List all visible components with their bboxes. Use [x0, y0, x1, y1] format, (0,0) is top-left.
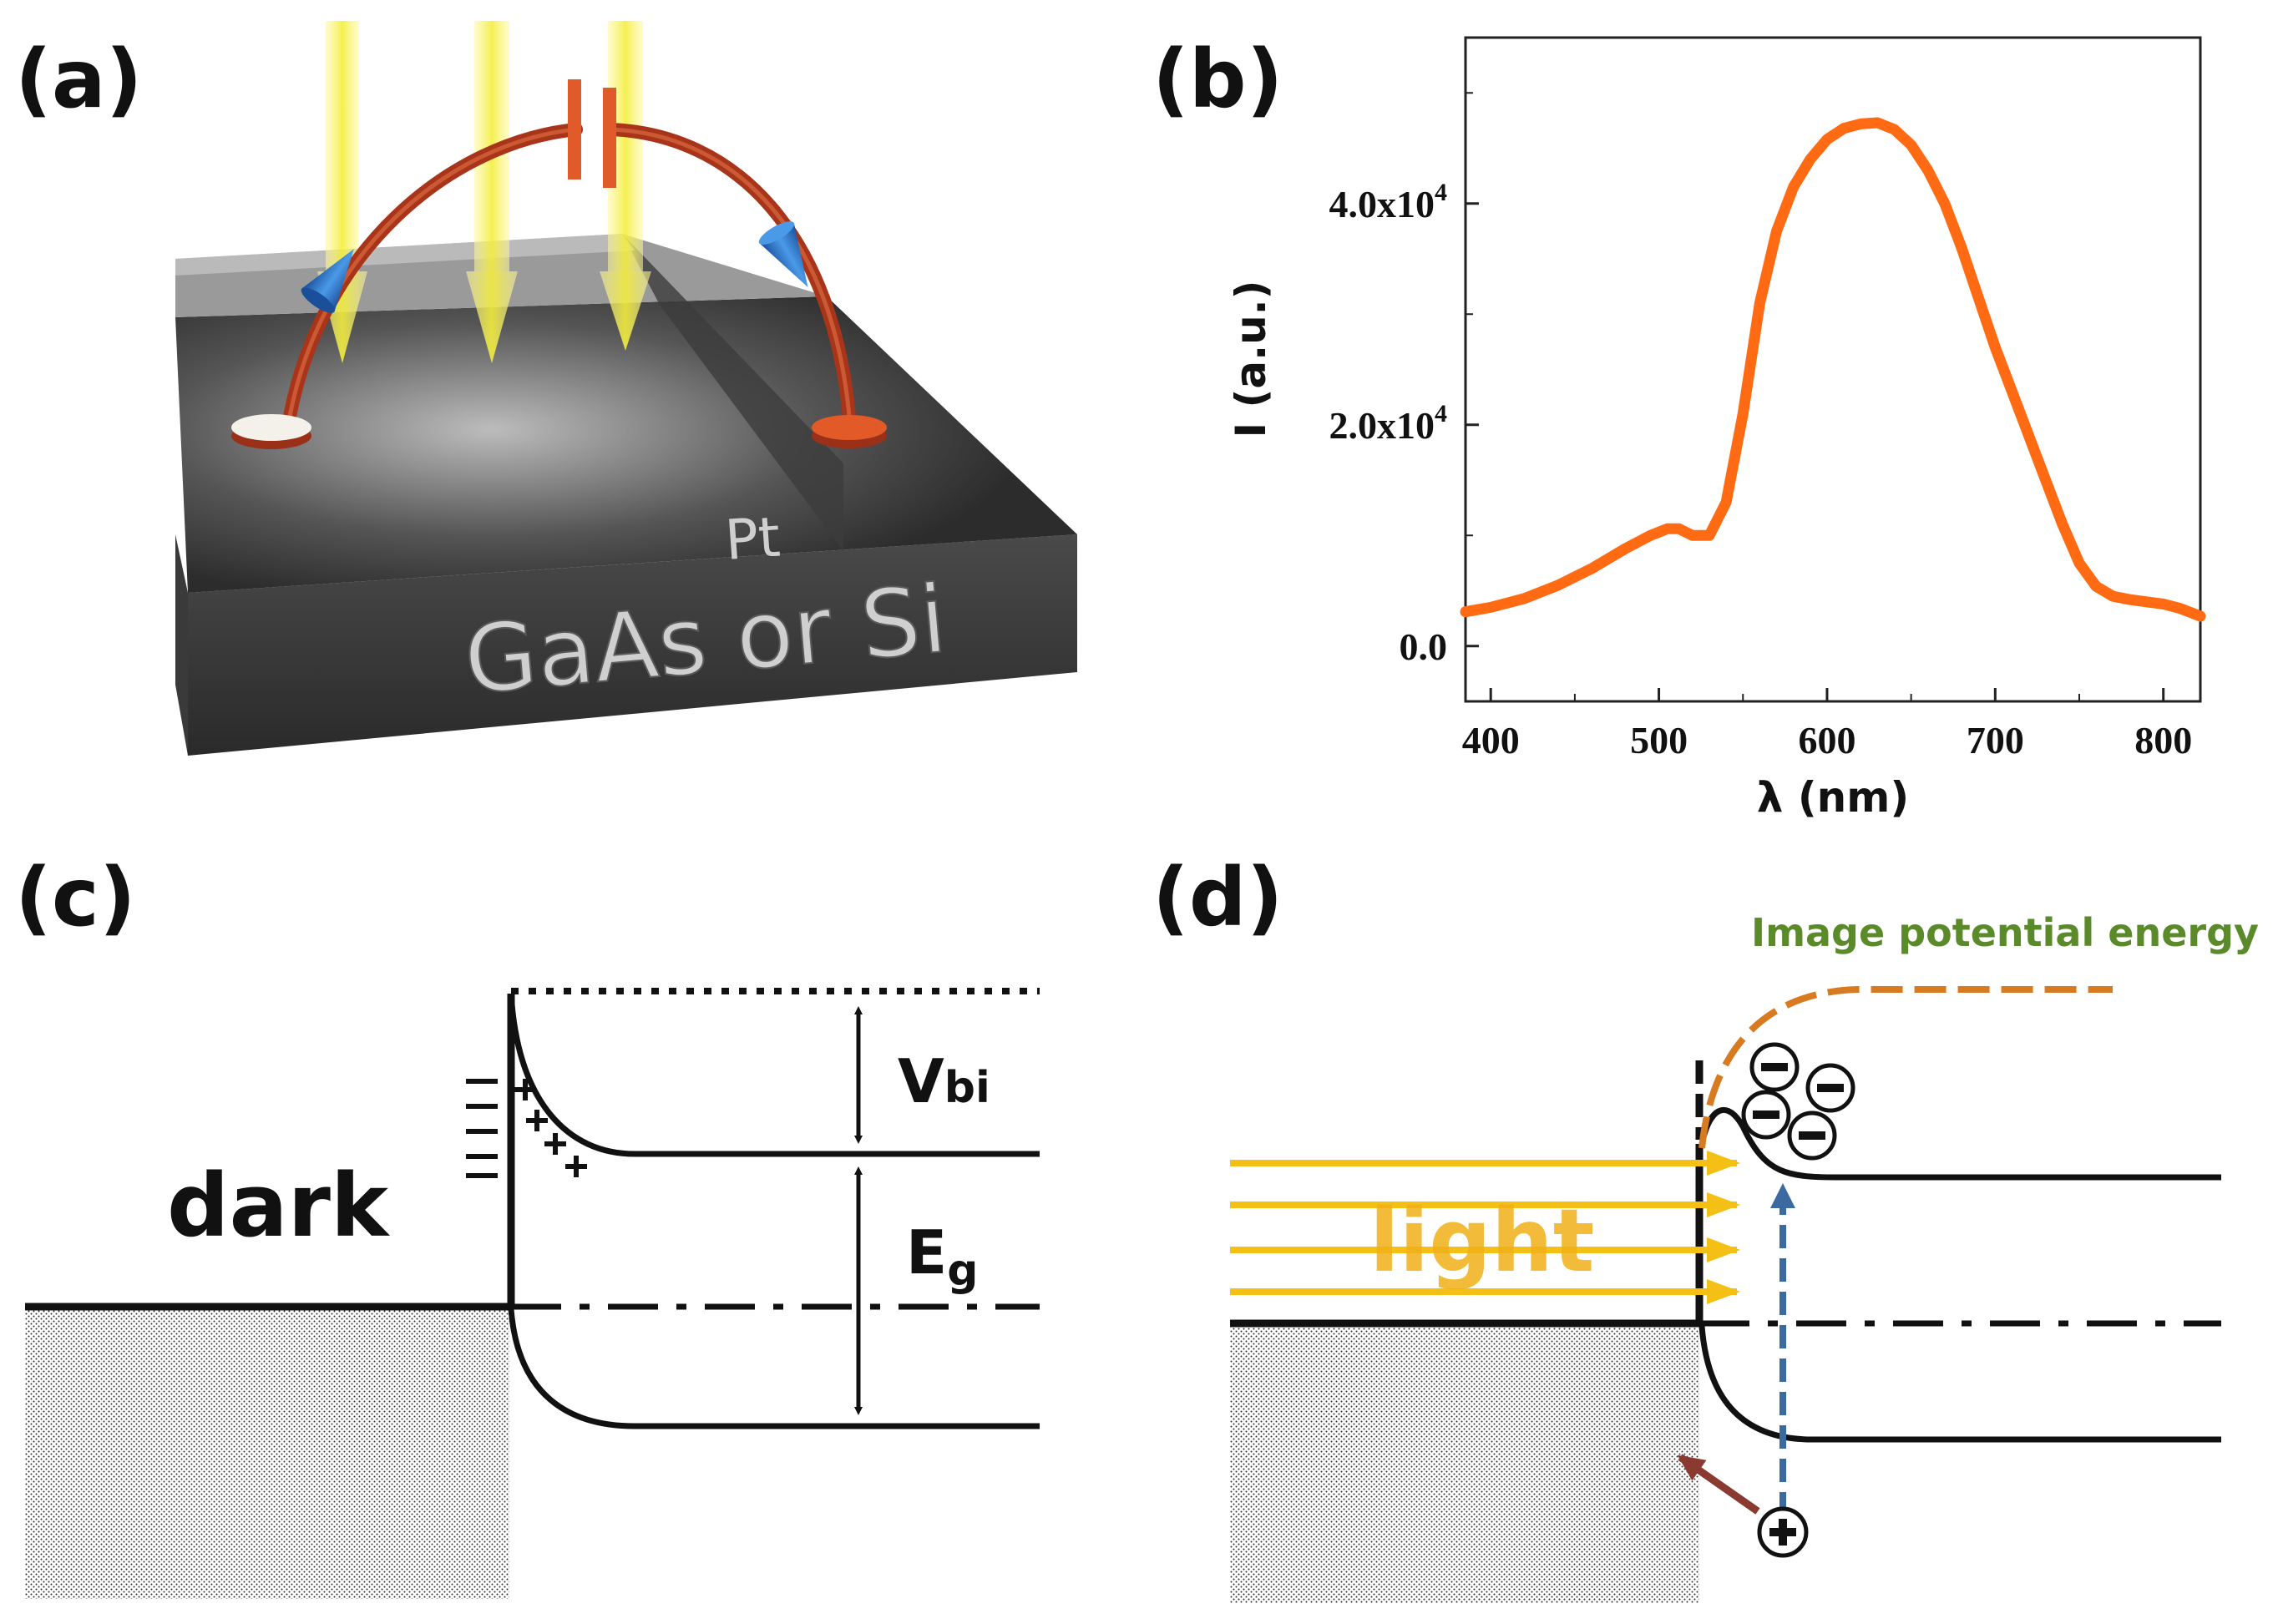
- negative-charges: [466, 1079, 498, 1178]
- panel-d: (d) Image potential energy light: [1152, 851, 2259, 1603]
- panel-b: (b) 400 500 600 700 800 0.0 2.0x104 4.0x104 λ …: [1152, 33, 2206, 822]
- electron-2: [1805, 1063, 1855, 1113]
- current-arrow-right: [758, 221, 808, 287]
- hole-drift-arrow: [1677, 1454, 1760, 1515]
- external-circuit: [231, 79, 887, 449]
- image-potential-label: Image potential energy: [1751, 910, 2259, 955]
- panel-c-label: (c): [15, 851, 136, 944]
- y-tick-labels: 0.0 2.0x104 4.0x104: [1329, 179, 1448, 668]
- pt-layer-edge: [622, 234, 843, 551]
- y-axis-label: I (a.u.): [1227, 280, 1275, 438]
- substrate-side-face: [175, 534, 188, 756]
- conduction-band: [508, 993, 1040, 1157]
- panel-b-label: (b): [1152, 33, 1283, 126]
- current-arrow-left: [301, 249, 354, 313]
- x-tick-label: 700: [1967, 719, 2024, 761]
- light-label: light: [1369, 1190, 1595, 1292]
- valence-band: [508, 1308, 1040, 1429]
- conduction-band-d: [1698, 1107, 2221, 1181]
- light-arrows: [1230, 1151, 1740, 1304]
- plot-frame: [1464, 36, 2202, 703]
- contact-pad-left: [231, 414, 311, 449]
- positive-charges: [514, 1079, 587, 1177]
- substrate-top: [175, 296, 1077, 593]
- pt-layer-label: Pt: [723, 505, 782, 573]
- panel-d-label: (d): [1152, 851, 1283, 944]
- electron-4: [1787, 1110, 1837, 1161]
- capacitor-plate-right: [603, 88, 616, 188]
- y-tick-label: 4.0x104: [1329, 179, 1448, 225]
- x-axis-label: λ (nm): [1757, 773, 1909, 822]
- contact-pad-right: [812, 415, 887, 448]
- dark-label: dark: [167, 1155, 391, 1257]
- panel-c: (c) dark Vbi Eg: [15, 851, 1040, 1599]
- y-tick-label: 2.0x104: [1329, 400, 1448, 447]
- vbi-label: Vbi: [898, 1046, 990, 1116]
- x-tick-labels: 400 500 600 700 800: [1462, 719, 2192, 761]
- axis-ticks: [1466, 92, 2165, 701]
- x-tick-label: 600: [1798, 719, 1855, 761]
- x-tick-label: 500: [1630, 719, 1688, 761]
- x-tick-label: 800: [2134, 719, 2192, 761]
- capacitor-plate-left: [568, 79, 581, 180]
- electron-3: [1741, 1090, 1791, 1140]
- y-tick-label: 0.0: [1400, 625, 1448, 668]
- image-potential-curve: [1698, 986, 2113, 1149]
- electron-1: [1749, 1042, 1800, 1092]
- metal-region: [25, 1307, 509, 1599]
- valence-band-d: [1698, 1325, 2221, 1443]
- electrons: [1741, 1042, 1855, 1161]
- eg-label: Eg: [906, 1217, 978, 1296]
- spectrum-line: [1460, 117, 2206, 622]
- panel-a: (a) Pt GaAs or Si: [15, 21, 1077, 756]
- panel-a-label: (a): [15, 33, 143, 126]
- hole: [1757, 1506, 1809, 1558]
- metal-region-d: [1230, 1323, 1699, 1603]
- pt-layer-highlight: [175, 234, 635, 276]
- x-tick-label: 400: [1462, 719, 1520, 761]
- substrate-front-face: [188, 534, 1077, 756]
